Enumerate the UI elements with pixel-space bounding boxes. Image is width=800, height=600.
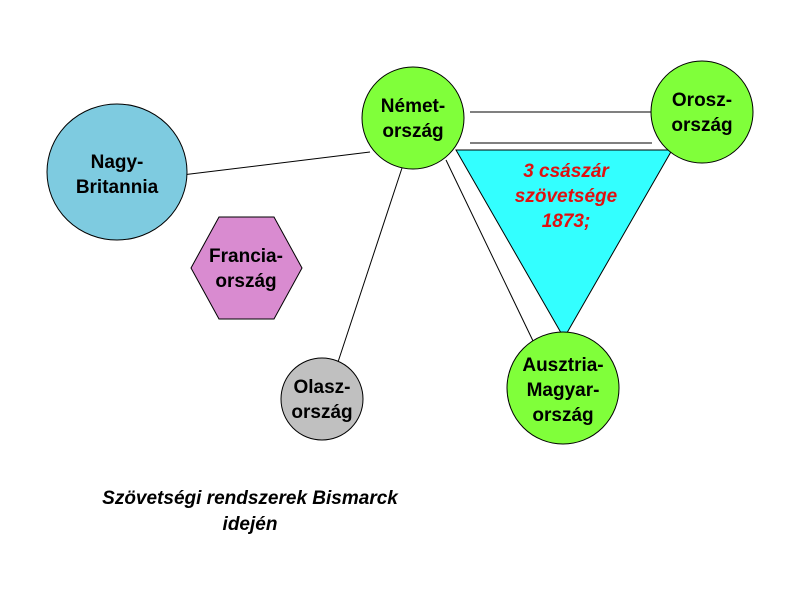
node-nemetorszag [361, 66, 465, 170]
node-nemetorszag-line2: ország [382, 121, 443, 142]
node-olaszorszag [280, 357, 364, 441]
node-franciaorszag-line2: ország [215, 271, 276, 292]
link-germany-britain [181, 151, 371, 176]
node-oroszorszag-line2: ország [671, 115, 732, 136]
node-nemetorszag-line1: Német- [381, 96, 445, 117]
node-franciaorszag [190, 216, 303, 320]
link-germany-austria [445, 159, 535, 344]
three-emperors-triangle [455, 149, 673, 340]
node-nagy-britannia-line1: Nagy- [91, 152, 144, 173]
node-ausztria-line2: Magyar- [527, 380, 600, 401]
node-oroszorszag-line1: Orosz- [672, 90, 732, 111]
node-franciaorszag-line1: Francia- [209, 246, 283, 267]
node-nagy-britannia [46, 103, 188, 241]
node-oroszorszag [650, 60, 754, 164]
node-olaszorszag-line1: Olasz- [293, 377, 350, 398]
diagram-caption: Szövetségi rendszerek Bismarck idején [60, 486, 440, 538]
caption-line2: idején [222, 514, 278, 535]
caption-line1: Szövetségi rendszerek Bismarck [102, 488, 398, 509]
triangle-line1: 3 császár [523, 161, 610, 182]
triangle-line3: 1873; [542, 211, 591, 232]
node-ausztria-line1: Ausztria- [522, 355, 603, 376]
node-nagy-britannia-line2: Britannia [76, 177, 159, 198]
link-germany-italy [337, 167, 403, 363]
node-ausztria-line3: ország [532, 405, 593, 426]
node-ausztria-magyarorszag [506, 331, 620, 445]
node-olaszorszag-line2: ország [291, 402, 352, 423]
triangle-line2: szövetsége [515, 186, 618, 207]
